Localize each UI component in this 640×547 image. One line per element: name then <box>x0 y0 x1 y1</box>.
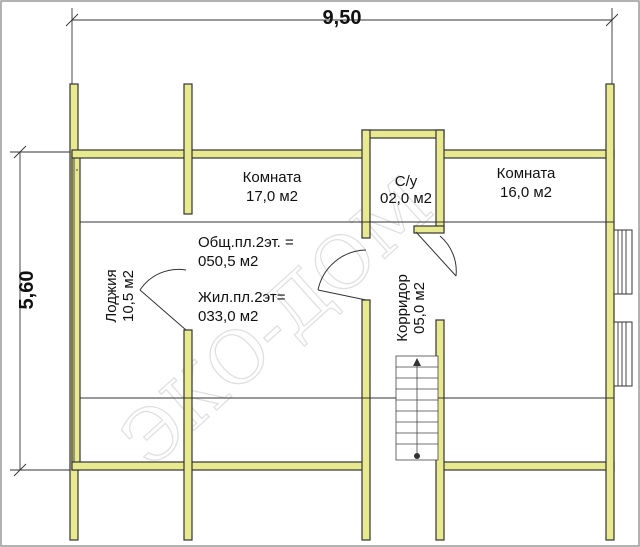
wall-bathroom-bottom <box>413 225 445 234</box>
wall-loggia-partition-bottom <box>183 329 193 541</box>
bathroom-area: 02,0 м2 <box>380 190 432 207</box>
loggia-railing <box>73 158 78 462</box>
corridor-name: Корридор <box>394 274 411 342</box>
wall-bottom-left <box>71 461 367 471</box>
height-label: 5,60 <box>16 271 38 310</box>
corridor-area: 05,0 м2 <box>411 282 428 334</box>
beam-lines <box>80 221 614 399</box>
width-dimension: 9,50 <box>65 7 619 90</box>
room-left-area: 17,0 м2 <box>246 188 298 205</box>
door-room <box>317 249 367 301</box>
window-upper <box>613 229 633 295</box>
staircase <box>395 355 439 461</box>
window-lower <box>613 321 633 387</box>
wall-loggia <box>71 151 81 471</box>
room-right-area: 16,0 м2 <box>500 184 552 201</box>
total-area-value: 050,5 м2 <box>198 253 258 270</box>
wall-right <box>605 83 615 541</box>
room-left-name: Комната <box>243 169 302 186</box>
wall-bathroom-right <box>435 129 445 231</box>
wall-top-left <box>71 149 367 159</box>
door-bathroom <box>415 231 457 277</box>
door-loggia <box>139 268 187 331</box>
wall-top-right <box>439 149 615 159</box>
loggia-name: Лоджия <box>103 269 120 322</box>
wall-corridor-left <box>361 299 371 541</box>
height-dimension: 5,60 <box>10 145 72 477</box>
wall-bottom-right <box>439 461 615 471</box>
living-area-value: 033,0 м2 <box>198 308 258 325</box>
wall-bathroom-left <box>361 129 371 239</box>
room-right-name: Комната <box>497 165 556 182</box>
loggia-area: 10,5 м2 <box>120 270 137 322</box>
width-label: 9,50 <box>323 7 362 29</box>
bathroom-name: С/у <box>395 173 418 190</box>
living-area-label: Жил.пл.2эт= <box>198 289 286 306</box>
total-area-label: Общ.пл.2эт. = <box>198 234 294 251</box>
wall-loggia-partition-top <box>183 83 193 215</box>
wall-bathroom-top <box>361 129 445 139</box>
